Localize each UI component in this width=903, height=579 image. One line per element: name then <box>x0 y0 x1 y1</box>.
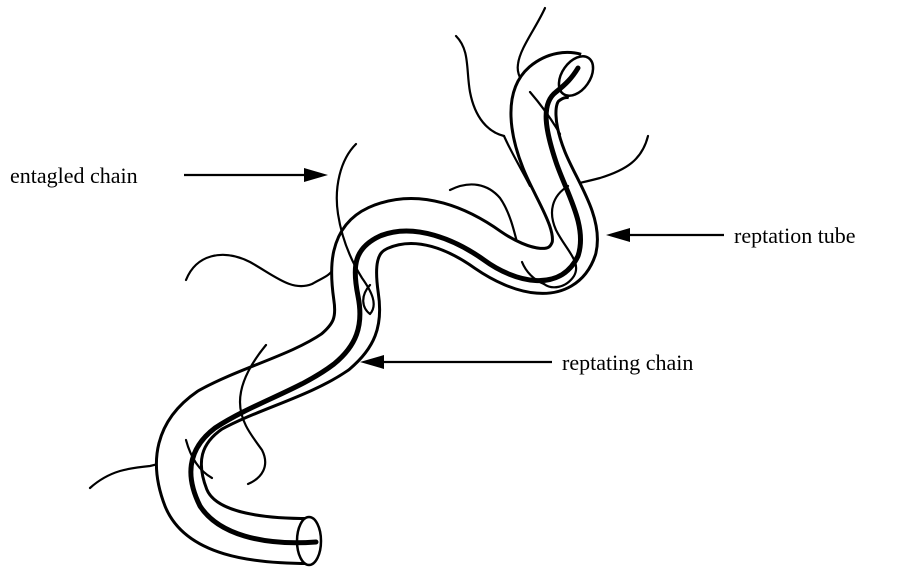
arrowhead-entangled-chain <box>304 168 328 182</box>
entangling-strand <box>456 36 504 136</box>
label-reptating-chain: reptating chain <box>562 350 693 375</box>
label-reptation-tube: reptation tube <box>734 223 856 248</box>
label-entangled-chain: entagled chain <box>10 163 138 188</box>
arrowhead-reptation-tube <box>606 228 630 242</box>
entangling-strand <box>568 136 648 186</box>
entangling-strand <box>186 255 334 286</box>
reptation-tube <box>179 50 600 565</box>
